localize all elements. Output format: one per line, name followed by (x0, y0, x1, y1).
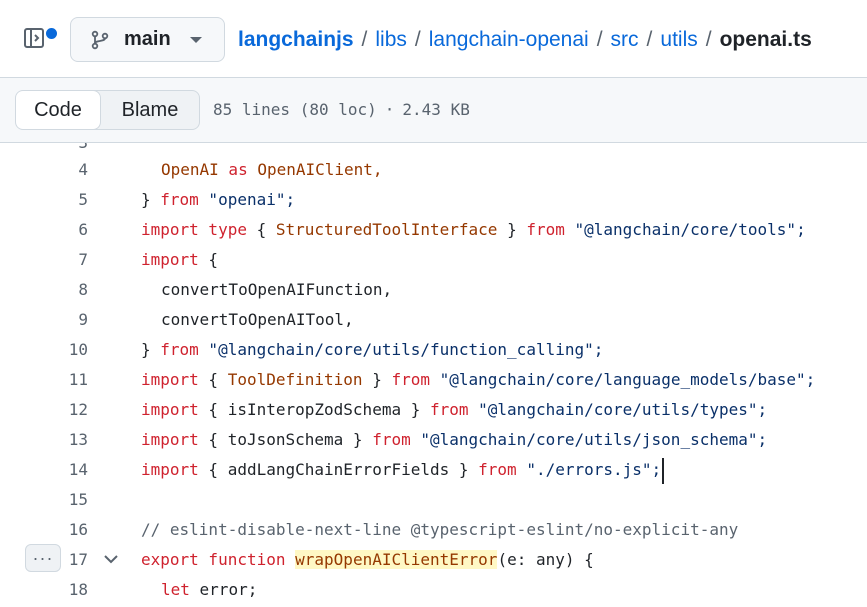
breadcrumb-separator: / (646, 28, 653, 51)
code-text: } from "openai"; (141, 190, 296, 209)
line-number[interactable]: 13 (68, 430, 88, 449)
breadcrumb-separator: / (414, 28, 421, 51)
code-text: import type { StructuredToolInterface } … (141, 220, 806, 239)
branch-name: main (124, 28, 171, 50)
breadcrumb-src-link[interactable]: src (610, 28, 639, 51)
file-toolbar: Code Blame (0, 78, 867, 143)
code-line: 7 import { (0, 245, 867, 275)
breadcrumb-separator: / (705, 28, 712, 51)
code-line: 11 import { ToolDefinition } from "@lang… (0, 365, 867, 395)
breadcrumb-utils-link[interactable]: utils (660, 28, 698, 51)
code-line: 17 export function wrapOpenAIClientError… (0, 545, 867, 575)
tab-code[interactable]: Code (16, 91, 101, 129)
line-number[interactable]: 15 (68, 490, 88, 509)
code-line: 16 // eslint-disable-next-line @typescri… (0, 515, 867, 545)
code-text: convertToOpenAITool, (161, 310, 354, 329)
code-text: let error; (161, 580, 258, 599)
line-number[interactable]: 6 (78, 220, 88, 239)
file-tree-toggle-button[interactable] (14, 18, 54, 58)
code-line: 5 } from "openai"; (0, 185, 867, 215)
breadcrumb-file-name: openai.ts (719, 28, 812, 51)
line-count: 85 lines (80 loc) (213, 100, 377, 119)
breadcrumb-langchain-openai-link[interactable]: langchain-openai (428, 28, 589, 51)
code-text: convertToOpenAIFunction, (161, 280, 393, 299)
code-text: import { isInteropZodSchema } from "@lan… (141, 400, 768, 419)
git-branch-icon (90, 30, 110, 50)
file-size: 2.43 KB (402, 100, 470, 119)
line-number[interactable]: 17 (68, 550, 88, 569)
code-line: 4 OpenAI as OpenAIClient, (0, 155, 867, 185)
code-line: 9 convertToOpenAITool, (0, 305, 867, 335)
breadcrumb: langchainjs / libs / langchain-openai / … (238, 27, 812, 53)
meta-separator: · (384, 100, 395, 119)
line-number[interactable]: 3 (52, 143, 88, 158)
code-line: 14 import { addLangChainErrorFields } fr… (0, 455, 867, 485)
code-view[interactable]: 3 4 OpenAI as OpenAIClient, 5 } from "op… (0, 143, 867, 607)
code-text: export function wrapOpenAIClientError(e:… (141, 550, 594, 569)
code-text: OpenAI as OpenAIClient, (161, 160, 383, 179)
line-number[interactable]: 16 (68, 520, 88, 539)
code-line: 18 let error; (0, 575, 867, 605)
code-comment: // eslint-disable-next-line @typescript-… (141, 520, 739, 539)
breadcrumb-separator: / (596, 28, 603, 51)
code-line: 15 (0, 485, 867, 515)
text-cursor (662, 457, 665, 484)
line-number[interactable]: 5 (78, 190, 88, 209)
code-line: 3 (0, 143, 867, 158)
breadcrumb-repo-link[interactable]: langchainjs (238, 28, 354, 51)
code-line: 8 convertToOpenAIFunction, (0, 275, 867, 305)
line-number[interactable]: 4 (78, 160, 88, 179)
code-line: 13 import { toJsonSchema } from "@langch… (0, 425, 867, 455)
notification-dot (44, 26, 59, 41)
code-line: 6 import type { StructuredToolInterface … (0, 215, 867, 245)
view-mode-segmented-control: Code Blame (15, 90, 200, 130)
code-text: import { ToolDefinition } from "@langcha… (141, 370, 816, 389)
chevron-down-icon[interactable] (103, 553, 119, 565)
line-actions-button[interactable]: ··· (25, 544, 61, 572)
code-line: 12 import { isInteropZodSchema } from "@… (0, 395, 867, 425)
caret-down-icon (190, 37, 202, 43)
breadcrumb-separator: / (361, 28, 368, 51)
line-number[interactable]: 14 (68, 460, 88, 479)
file-header: main langchainjs / libs / langchain-open… (0, 0, 867, 78)
line-number[interactable]: 9 (78, 310, 88, 329)
line-number[interactable]: 10 (68, 340, 88, 359)
line-number[interactable]: 12 (68, 400, 88, 419)
tab-blame[interactable]: Blame (121, 98, 179, 121)
file-meta: 85 lines (80 loc) · 2.43 KB (213, 100, 470, 119)
code-line: 10 } from "@langchain/core/utils/functio… (0, 335, 867, 365)
line-number[interactable]: 8 (78, 280, 88, 299)
branch-selector-button[interactable]: main (70, 17, 225, 62)
line-number[interactable]: 18 (68, 580, 88, 599)
line-number[interactable]: 11 (68, 370, 88, 389)
code-text: import { toJsonSchema } from "@langchain… (141, 430, 768, 449)
code-text: import { (141, 250, 219, 269)
sidebar-expand-icon (24, 28, 44, 48)
highlighted-symbol[interactable]: wrapOpenAIClientError (295, 550, 498, 569)
code-text: } from "@langchain/core/utils/function_c… (141, 340, 604, 359)
breadcrumb-libs-link[interactable]: libs (375, 28, 407, 51)
code-text: import { addLangChainErrorFields } from … (141, 455, 665, 485)
line-number[interactable]: 7 (78, 250, 88, 269)
